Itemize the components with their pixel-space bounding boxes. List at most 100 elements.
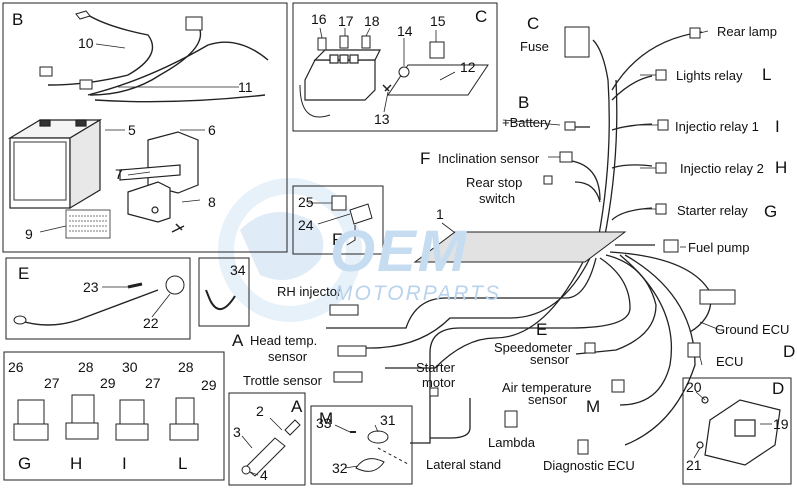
head-temp-label-line2: sensor [268,349,308,364]
injectio-relay-2-label: Injectio relay 2 [680,161,764,176]
part-number-19: 19 [773,416,789,432]
starter-motor-label-line1: Starter [416,360,456,375]
fuse-box [304,49,381,101]
part-number-13: 13 [374,111,390,127]
group-box-f [292,185,384,255]
ecu-unit [696,396,781,466]
fuse-box-bracket-15 [429,41,445,59]
part-number-30: 30 [122,359,138,375]
group-box-relays [3,351,225,481]
speed-sensor-22 [165,275,185,295]
fuse-box-wire [299,84,331,118]
group-letter-e: E [18,264,30,283]
starter-motor-label-line2: motor [422,375,456,390]
speedometer-label-line2: sensor [530,352,570,367]
group-letter-c: C [475,7,488,26]
battery-body [7,118,103,210]
part-number-16: 16 [311,11,327,27]
part-number-31: 31 [380,412,396,428]
group-box-m [310,405,413,485]
battery-cable-11 [87,41,269,103]
leader-lines [39,27,772,476]
part-number-7: 7 [115,166,123,182]
speed-sensor-cable [17,289,159,326]
inclination-letter: F [420,149,431,168]
part-number-27a: 27 [44,375,60,391]
cable-terminal [75,10,91,20]
group-box-b [2,2,288,253]
air-temp-sensor [350,430,389,472]
relay-l [169,397,199,441]
injectio-relay-1-label: Injectio relay 1 [675,119,759,134]
part-number-28a: 28 [78,359,94,375]
part-number-34: 34 [230,262,246,278]
part-number-29a: 29 [100,375,116,391]
part-number-24: 24 [298,217,314,233]
group-letter-h: H [70,454,83,473]
diagnostic-ecu-label: Diagnostic ECU [543,458,635,473]
cable-tie-34 [205,289,236,310]
rear-stop-label-line1: Rear stop [466,175,523,190]
part-number-26: 26 [8,359,24,375]
cable-connector [185,16,203,31]
fuel-pump-label: Fuel pump [688,240,750,255]
relay-g [13,399,49,441]
harness-connectors [329,26,736,455]
sensor-cube-25 [331,195,347,211]
part-number-15: 15 [430,13,446,29]
group-letter-l: L [178,454,188,473]
battery-label: +Battery [502,115,551,130]
air-temp-letter: M [586,397,601,416]
head-temp-label-line1: Head temp. [250,333,318,348]
group-letter-f: F [332,230,343,249]
injectio-relay-1-letter: I [775,117,780,136]
part-number-23: 23 [83,279,99,295]
lights-relay-label: Lights relay [676,68,743,83]
head-temp-sensor [241,419,301,477]
relay-h [65,394,99,440]
group-box-34 [198,257,250,327]
lights-relay-letter: L [762,65,772,84]
group-box-a [228,392,306,486]
group-letter-d: D [772,379,785,398]
sensor-screw-23 [127,282,143,289]
watermark-globe [218,178,362,322]
starter-relay-letter: G [764,202,778,221]
battery-terminal-covers [39,66,93,90]
part-number-11: 11 [238,79,253,95]
part-number-9: 9 [25,226,33,242]
part-number-8: 8 [208,194,216,210]
fuse-box-screw [382,84,392,92]
ground-ecu-label: Ground ECU [715,322,790,337]
group-letter-i: I [122,454,127,473]
speedometer-letter: E [536,320,548,339]
head-temp-letter: A [232,331,244,350]
part-number-3: 3 [233,424,241,440]
part-number-18: 18 [364,13,380,29]
inclination-sensor-24 [346,203,373,246]
group-box-e [5,257,191,340]
fuse-label: Fuse [520,39,549,54]
air-temp-label-line1: Air temperature [502,380,592,395]
rear-stop-label-line2: switch [479,191,516,206]
lambda-label: Lambda [488,435,535,450]
rear-lamp-label: Rear lamp [717,24,777,39]
fuse-letter: C [527,14,540,33]
part-number-6: 6 [208,122,216,138]
part-number-12: 12 [460,59,476,75]
group-letter-b: B [12,10,24,29]
part-number-22: 22 [143,315,159,331]
sensor-connector [13,315,27,325]
speedometer-label-line1: Speedometer [494,340,573,355]
part-number-32: 32 [332,460,348,476]
battery-label-sticker [65,209,111,239]
inclination-sensor-label: Inclination sensor [438,151,540,166]
part-number-28b: 28 [178,359,194,375]
relay-i [115,399,149,441]
part-number-1: 1 [436,206,444,222]
main-harness-1 [413,231,627,263]
bracket-screw [171,223,185,233]
rh-injector-label: RH injector [277,284,342,299]
part-number-25: 25 [298,194,314,210]
